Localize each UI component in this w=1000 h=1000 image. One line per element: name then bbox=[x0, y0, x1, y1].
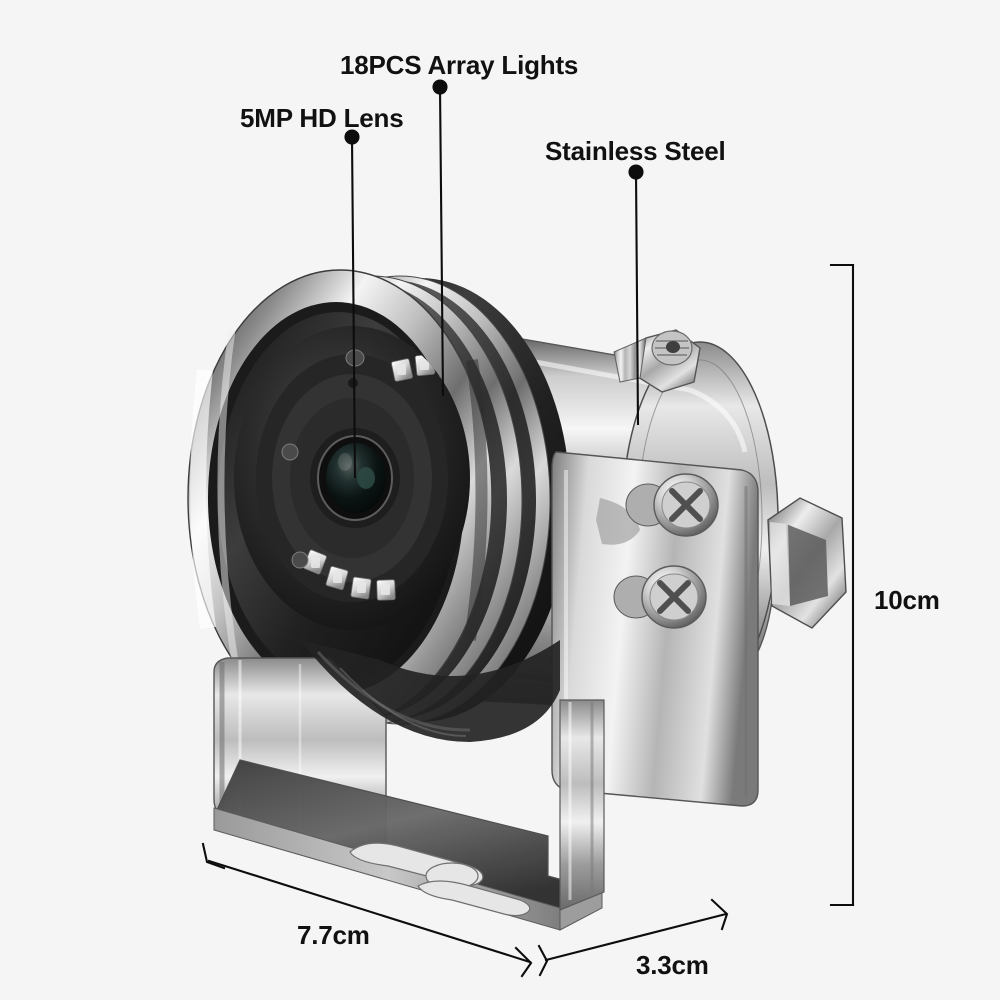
phillips-bolt-icon bbox=[613, 565, 707, 629]
dimension-label-height: 10cm bbox=[874, 585, 940, 615]
cable-gland-icon bbox=[767, 497, 847, 629]
callout-dot-lens bbox=[344, 129, 360, 145]
dimension-label-width: 3.3cm bbox=[636, 950, 709, 980]
callout-line-steel bbox=[634, 171, 640, 426]
callout-line-leds bbox=[438, 86, 445, 397]
callout-dot-steel bbox=[628, 164, 644, 180]
dimension-lines bbox=[201, 263, 855, 978]
dimension-label-depth: 7.7cm bbox=[297, 920, 370, 950]
mounting-bracket bbox=[213, 657, 605, 931]
dimension-depth bbox=[201, 842, 533, 978]
callout-label-steel: Stainless Steel bbox=[545, 136, 726, 166]
tilt-joint bbox=[300, 640, 560, 742]
pcb-screw-icon bbox=[281, 349, 365, 569]
light-sensor-icon bbox=[348, 378, 358, 388]
phillips-bolt-icon bbox=[625, 473, 719, 537]
keyhole-slot-icon bbox=[349, 842, 531, 917]
callout-label-lens: 5MP HD Lens bbox=[240, 103, 404, 133]
callout-line-lens bbox=[350, 136, 357, 479]
camera-front-face bbox=[234, 326, 470, 630]
callout-leaders bbox=[344, 79, 644, 479]
dimension-width bbox=[537, 898, 729, 977]
dimension-height bbox=[829, 263, 855, 907]
callout-dot-leds bbox=[432, 79, 448, 95]
callout-label-leds: 18PCS Array Lights bbox=[340, 50, 579, 80]
